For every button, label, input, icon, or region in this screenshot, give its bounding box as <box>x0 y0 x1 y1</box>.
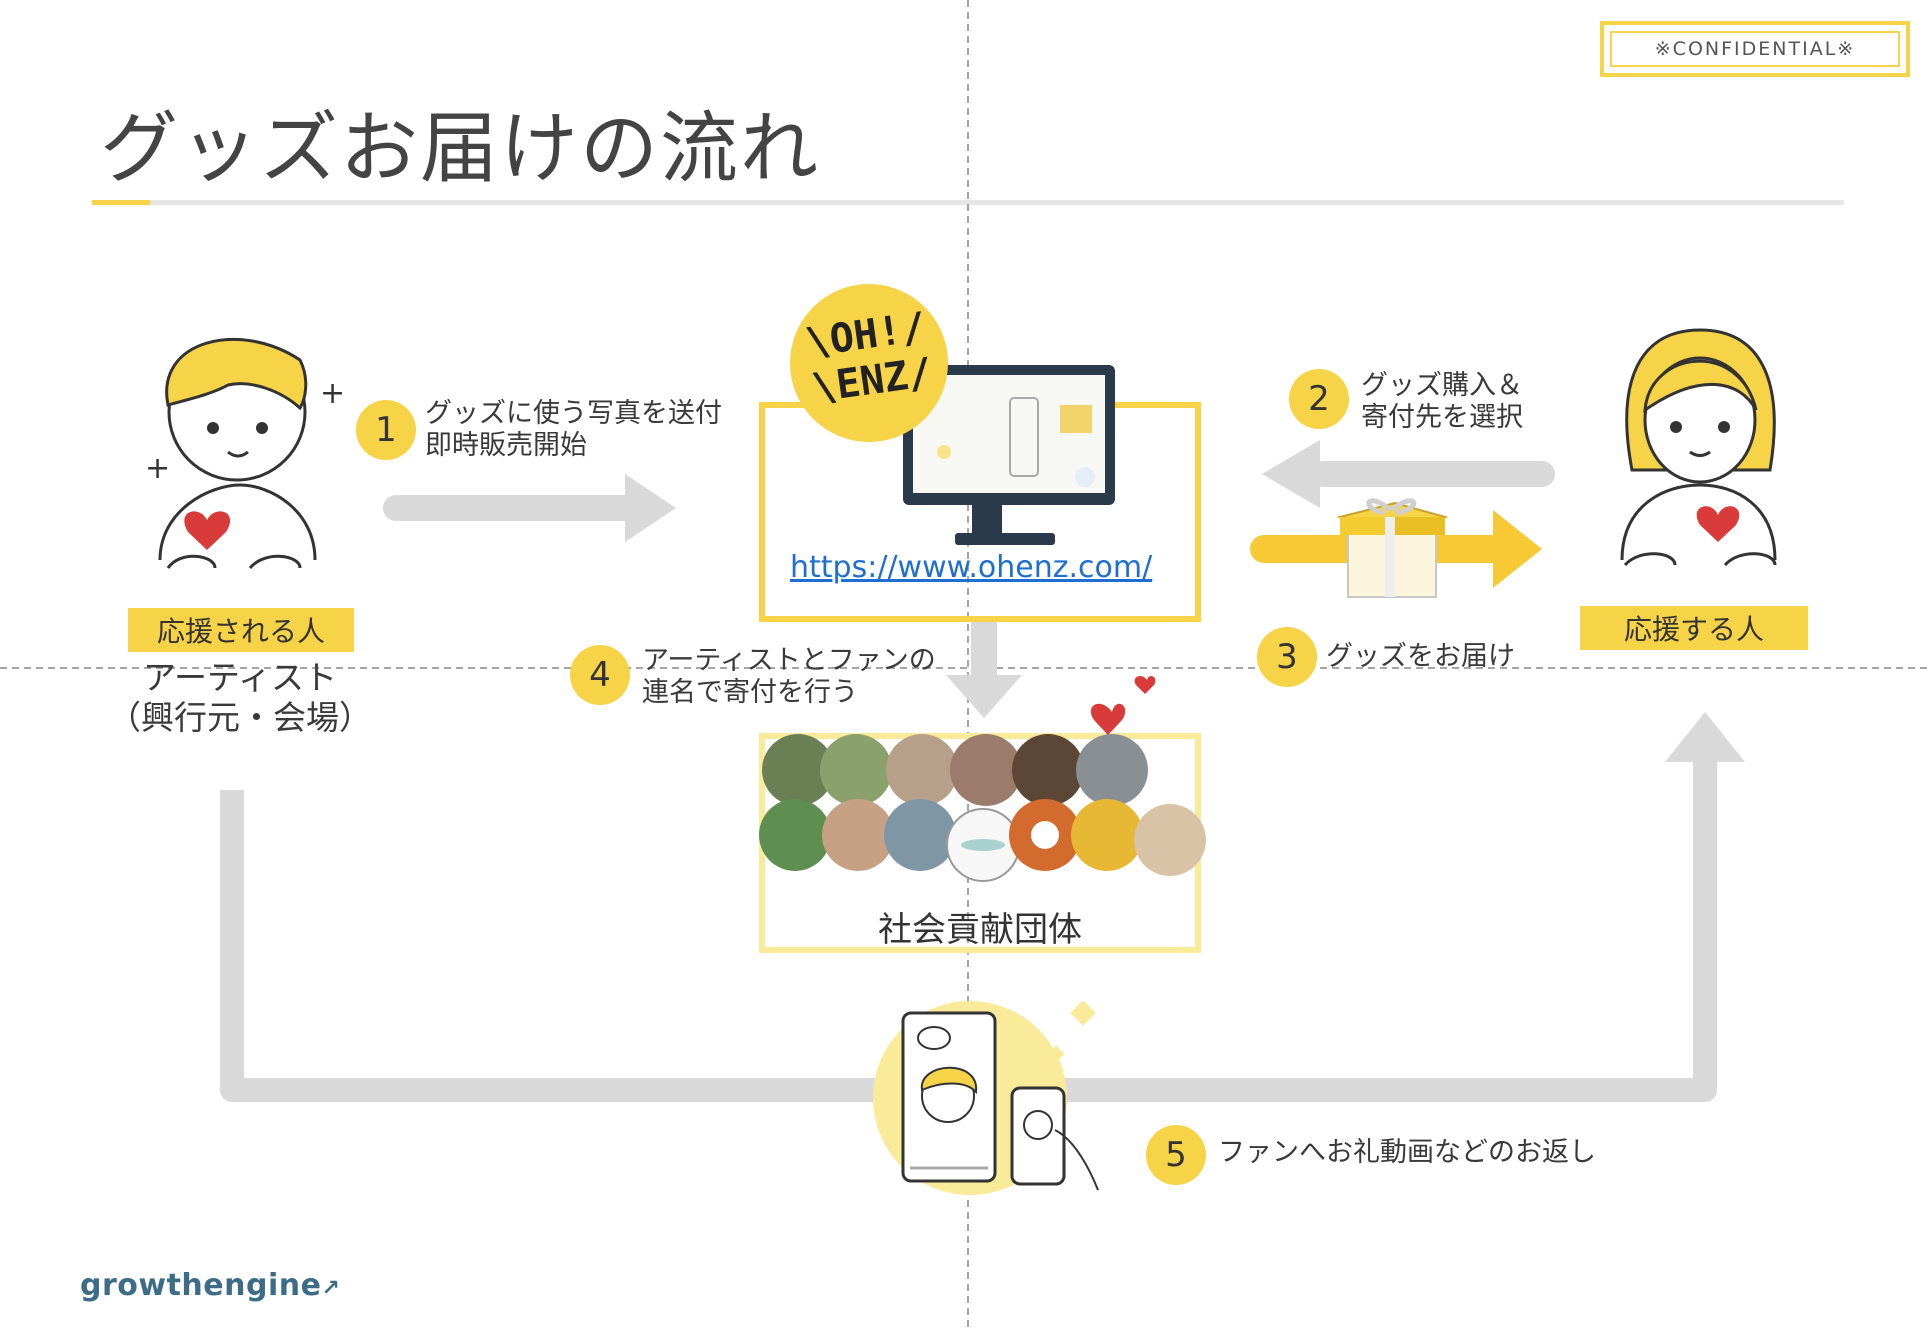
organization-label: 社会貢献団体 <box>878 910 1082 950</box>
step-1-line1: グッズに使う写真を送付 <box>425 398 722 429</box>
step-5-text: ファンへお礼動画などのお返し <box>1218 1137 1596 1168</box>
step-4-line2: 連名で寄付を行う <box>642 677 858 708</box>
step-5-number: 5 <box>1146 1125 1206 1185</box>
ohenz-website-link[interactable]: https://www.ohenz.com/ <box>790 550 1153 585</box>
svg-text:+: + <box>320 376 345 411</box>
artist-role-line1: アーティスト <box>142 658 338 697</box>
step-1-text: グッズに使う写真を送付 即時販売開始 <box>425 398 722 462</box>
growthengine-logo: growthengine↗ <box>80 1268 340 1303</box>
step-2-number: 2 <box>1289 369 1349 429</box>
video-call-phone-icon <box>901 1011 1099 1191</box>
brand-name: growthengine <box>80 1268 322 1303</box>
step-2-text: グッズ購入＆ 寄付先を選択 <box>1361 370 1523 434</box>
page-title: グッズお届けの流れ <box>100 104 821 194</box>
step-1-number: 1 <box>356 400 416 460</box>
svg-text:+: + <box>145 451 170 486</box>
step-4-text: アーティストとファンの 連名で寄付を行う <box>642 645 936 709</box>
confidential-badge: ※CONFIDENTIAL※ <box>1600 21 1910 77</box>
supporter-person-tag: 応援する人 <box>1580 606 1808 650</box>
gift-box-icon <box>1336 498 1449 598</box>
supported-person-tag: 応援される人 <box>128 608 354 652</box>
arrow-up-right-icon: ↗ <box>321 1276 341 1301</box>
artist-role-line2: （興行元・会場） <box>108 698 372 737</box>
organization-photo-collage <box>759 734 1206 882</box>
step-1-line2: 即時販売開始 <box>425 430 587 461</box>
confidential-label: ※CONFIDENTIAL※ <box>1654 38 1856 60</box>
artist-role-label: アーティスト （興行元・会場） <box>90 658 390 738</box>
step-4-number: 4 <box>570 645 630 705</box>
step-3-text: グッズをお届け <box>1326 641 1515 672</box>
step-3-number: 3 <box>1257 627 1317 687</box>
fan-person-illustration <box>1620 328 1777 567</box>
step-2-line2: 寄付先を選択 <box>1361 402 1523 433</box>
step-4-line1: アーティストとファンの <box>642 645 936 676</box>
step-2-line1: グッズ購入＆ <box>1361 370 1523 401</box>
artist-person-illustration: + + <box>145 338 345 570</box>
